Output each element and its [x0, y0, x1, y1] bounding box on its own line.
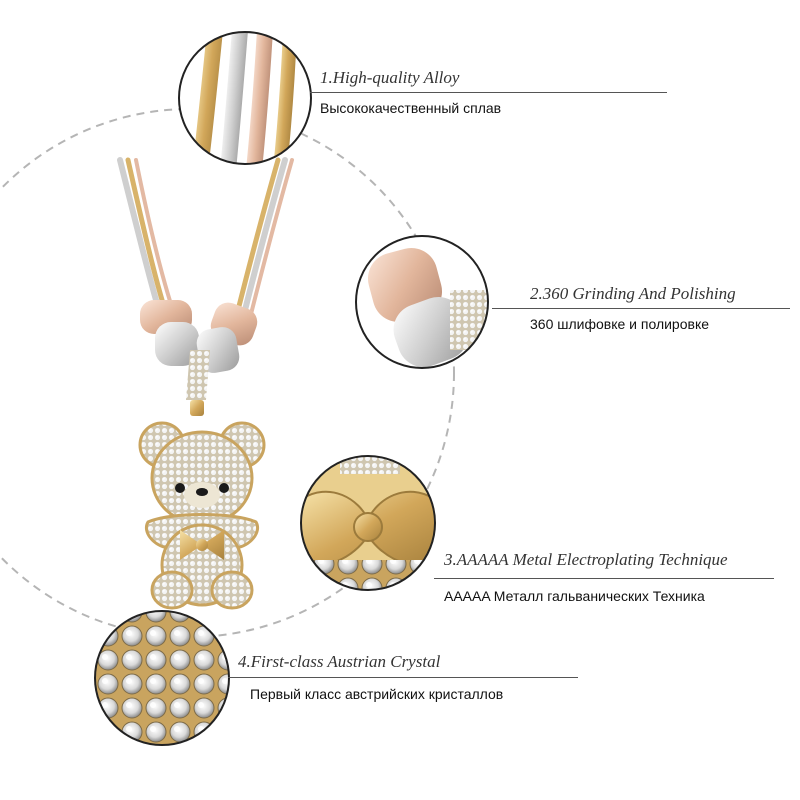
detail-crystal-image: [94, 610, 230, 746]
dashed-guide-circle: [0, 108, 455, 638]
necklace-beads: [140, 300, 258, 416]
feature-alloy-rule: [310, 92, 667, 93]
detail-alloy-image: [178, 31, 312, 165]
feature-polishing-title: 2.360 Grinding And Polishing: [530, 284, 736, 303]
feature-electroplating-title: 3.AAAAA Metal Electroplating Technique: [444, 550, 728, 569]
detail-polishing-image: [355, 235, 489, 369]
feature-polishing-subtitle: 360 шлифовке и полировке: [530, 316, 710, 332]
bear-pendant: [138, 421, 266, 610]
feature-alloy-subtitle: Высококачественный сплав: [320, 100, 502, 116]
detail-electroplating-image: [300, 455, 436, 591]
feature-electroplating-subtitle: AAAAA Металл гальванических Техника: [444, 588, 705, 604]
feature-polishing-rule: [492, 308, 790, 309]
feature-crystal-subtitle: Первый класс австрийских кристаллов: [250, 686, 504, 702]
feature-electroplating-rule: [434, 578, 774, 579]
feature-crystal-title: 4.First-class Austrian Crystal: [238, 652, 441, 671]
feature-alloy-title: 1.High-quality Alloy: [320, 68, 460, 87]
feature-crystal-rule: [228, 677, 578, 678]
